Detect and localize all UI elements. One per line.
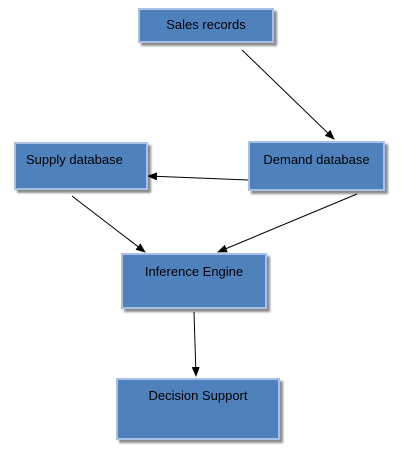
sales-records-box: Sales records bbox=[138, 8, 274, 43]
inference-engine-box: Inference Engine bbox=[121, 253, 267, 309]
edge-supply-to-inference bbox=[71, 195, 146, 253]
edge-demand-to-inference bbox=[217, 193, 358, 253]
supply-database-box: Supply database bbox=[14, 142, 148, 190]
sales-records-label: Sales records bbox=[166, 17, 246, 32]
supply-database-label: Supply database bbox=[26, 152, 123, 167]
edge-demand-to-supply bbox=[147, 172, 249, 181]
decision-support-label: Decision Support bbox=[148, 388, 248, 403]
demand-database-box: Demand database bbox=[248, 141, 385, 191]
decision-support-box: Decision Support bbox=[116, 378, 280, 440]
inference-engine-label: Inference Engine bbox=[144, 264, 244, 279]
demand-database-label: Demand database bbox=[263, 152, 370, 167]
edge-inference-to-decision bbox=[191, 311, 200, 377]
edge-sales-to-demand bbox=[241, 49, 335, 140]
